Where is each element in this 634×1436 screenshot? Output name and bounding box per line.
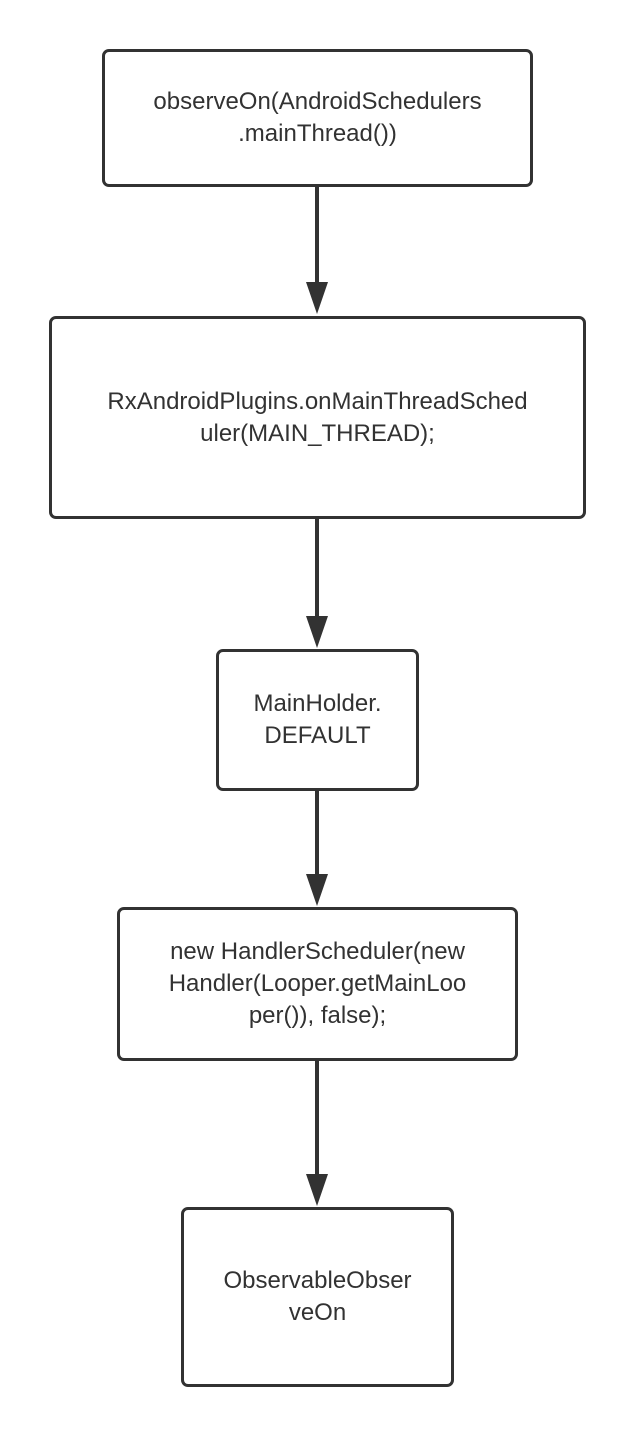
node-text-line: observeOn(AndroidSchedulers — [153, 88, 482, 115]
node-handler-scheduler: new HandlerScheduler(new Handler(Looper.… — [117, 907, 518, 1061]
arrow-2 — [306, 519, 328, 648]
node-plugins-call: RxAndroidPlugins.onMainThreadSched uler(… — [49, 316, 586, 519]
node-text-line: uler(MAIN_THREAD); — [200, 419, 435, 447]
node-text-line: .mainThread()) — [238, 120, 397, 147]
node-observable-observe-on: ObservableObser veOn — [181, 1207, 454, 1387]
node-observe-on-call: observeOn(AndroidSchedulers .mainThread(… — [102, 49, 533, 187]
node-text-line: MainHolder. — [253, 690, 382, 717]
node-text-line: RxAndroidPlugins.onMainThreadSched — [107, 387, 528, 415]
arrow-4 — [306, 1061, 328, 1206]
node-text-line: DEFAULT — [264, 722, 371, 749]
node-text-line: Handler(Looper.getMainLoo — [168, 970, 467, 997]
node-text-line: veOn — [288, 1299, 347, 1326]
node-text-line: ObservableObser — [223, 1267, 412, 1294]
arrow-3 — [306, 791, 328, 906]
node-main-holder: MainHolder. DEFAULT — [216, 649, 419, 791]
node-text-line: new HandlerScheduler(new — [170, 938, 465, 965]
node-text-line: per()), false); — [248, 1002, 387, 1029]
arrow-1 — [306, 187, 328, 314]
